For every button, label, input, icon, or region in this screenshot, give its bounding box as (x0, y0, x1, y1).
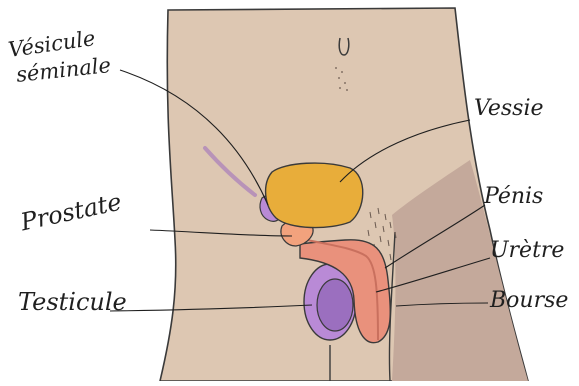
vessie-shape (266, 163, 363, 228)
label-urethre: Urètre (490, 240, 564, 262)
testicule-inner (317, 279, 353, 331)
label-testicule: Testicule (18, 290, 127, 314)
label-vessie: Vessie (474, 98, 544, 120)
label-bourse: Bourse (490, 290, 568, 312)
label-penis: Pénis (484, 186, 543, 208)
